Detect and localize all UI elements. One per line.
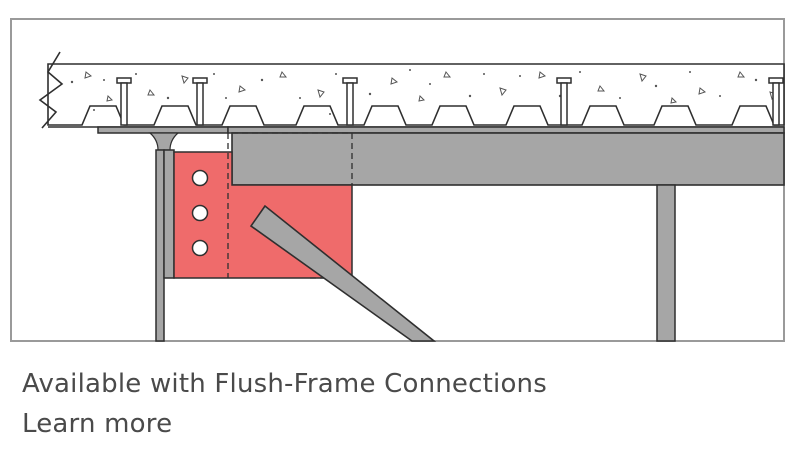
bolt-group	[191, 169, 209, 257]
shear-stud	[192, 77, 208, 126]
bolt-hole	[191, 239, 209, 257]
shear-stud	[556, 77, 572, 126]
girder-top-flange	[97, 126, 229, 134]
diagonal-brace	[249, 204, 437, 342]
shear-stud	[116, 77, 132, 126]
bolt-hole	[191, 169, 209, 187]
caption-title: Available with Flush-Frame Connections	[22, 369, 547, 399]
bolt-hole	[191, 204, 209, 222]
column-web	[155, 149, 165, 342]
shear-stud	[768, 77, 784, 126]
concrete-dots	[70, 69, 758, 115]
column-flange	[163, 149, 175, 279]
shear-stud	[342, 77, 358, 126]
learn-more-link[interactable]: Learn more	[22, 409, 173, 439]
shear-studs	[116, 77, 784, 126]
beam-top-flange	[227, 126, 785, 134]
flush-frame-connection-diagram	[10, 18, 785, 342]
support-post	[656, 184, 676, 342]
flush-beam	[231, 132, 785, 186]
